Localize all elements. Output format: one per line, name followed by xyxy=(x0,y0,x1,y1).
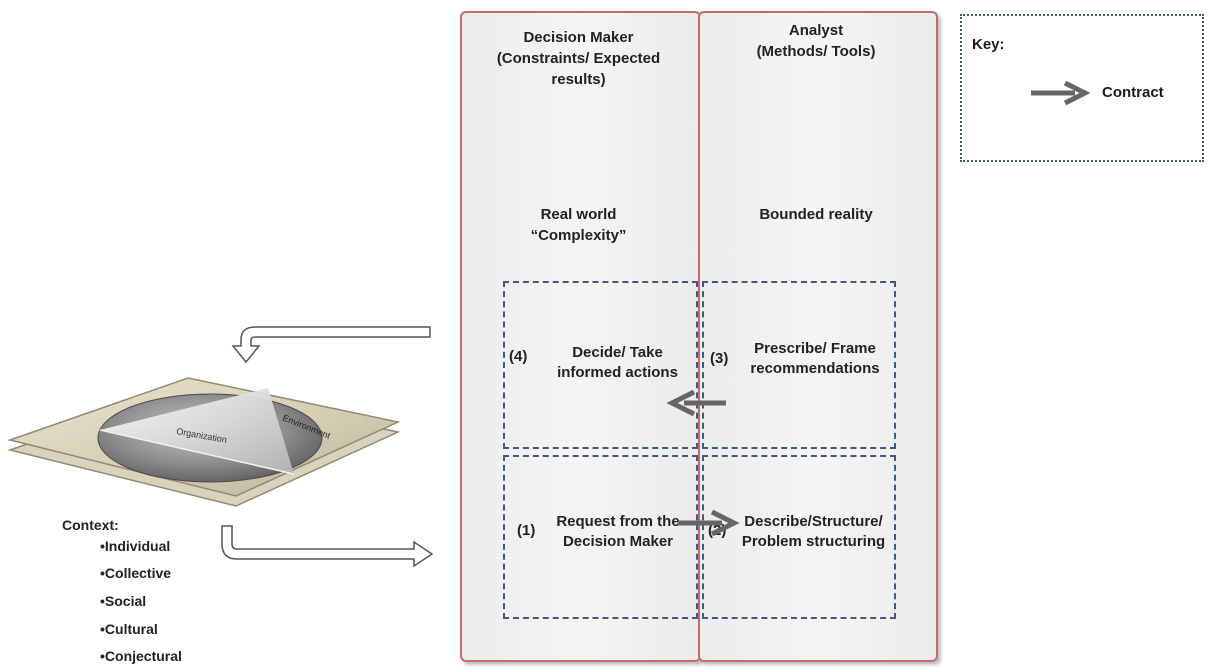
step-2-text: Describe/Structure/ Problem structuring xyxy=(731,512,896,552)
real-world-line-2: “Complexity” xyxy=(530,227,627,244)
real-world-line-1: Real world xyxy=(540,206,617,223)
dashed-box-bottom-right xyxy=(702,455,896,619)
step-3-line-1: Prescribe/ Frame xyxy=(754,340,876,357)
context-item-individual: •Individual xyxy=(100,538,171,554)
step-1-text: Request from the Decision Maker xyxy=(542,512,694,552)
decision-maker-subtitle-1: (Constraints/ Expected xyxy=(496,50,661,67)
contract-arrow-left xyxy=(666,389,726,417)
context-item-conjectural: •Conjectural xyxy=(100,648,182,664)
context-title: Context: xyxy=(62,517,119,533)
decision-maker-header: Decision Maker (Constraints/ Expected re… xyxy=(462,27,695,90)
dashed-box-bottom-left xyxy=(503,455,698,619)
step-3-text: Prescribe/ Frame recommendations xyxy=(735,339,895,379)
context-plane-diagram: Organization Environment xyxy=(7,377,401,507)
step-1-line-1: Request from the xyxy=(556,513,680,530)
key-arrow-icon xyxy=(1031,80,1091,106)
context-item-cultural: •Cultural xyxy=(100,621,158,637)
dashed-box-top-left xyxy=(503,281,698,449)
dashed-box-top-right xyxy=(702,281,896,449)
step-3-number: (3) xyxy=(710,350,729,367)
step-1-number: (1) xyxy=(517,522,536,539)
feedback-arrow-top xyxy=(231,326,431,364)
analyst-header: Analyst (Methods/ Tools) xyxy=(700,20,932,62)
context-item-social: •Social xyxy=(100,593,147,609)
analyst-subtitle: (Methods/ Tools) xyxy=(756,43,876,60)
analyst-title: Analyst xyxy=(788,22,844,39)
context-arrow-bottom xyxy=(221,525,434,568)
contract-arrow-right xyxy=(678,509,740,537)
decision-maker-subtitle-2: results) xyxy=(551,71,606,88)
key-box xyxy=(960,14,1204,162)
bounded-reality-label: Bounded reality xyxy=(759,206,873,223)
step-3-line-2: recommendations xyxy=(750,360,880,377)
step-4-line-2: informed actions xyxy=(557,364,678,381)
step-4-number: (4) xyxy=(509,348,528,365)
real-world-label: Real world “Complexity” xyxy=(462,204,695,246)
step-4-text: Decide/ Take informed actions xyxy=(540,343,695,383)
step-2-line-2: Problem structuring xyxy=(741,533,886,550)
step-1-line-2: Decision Maker xyxy=(562,533,674,550)
context-item-collective: •Collective xyxy=(100,565,172,581)
decision-maker-column xyxy=(460,11,701,662)
key-contract-label: Contract xyxy=(1102,84,1164,101)
analyst-column xyxy=(698,11,938,662)
decision-maker-title: Decision Maker xyxy=(523,29,634,46)
step-2-line-1: Describe/Structure/ xyxy=(744,513,883,530)
step-4-line-1: Decide/ Take xyxy=(572,344,663,361)
key-title: Key: xyxy=(972,36,1005,53)
